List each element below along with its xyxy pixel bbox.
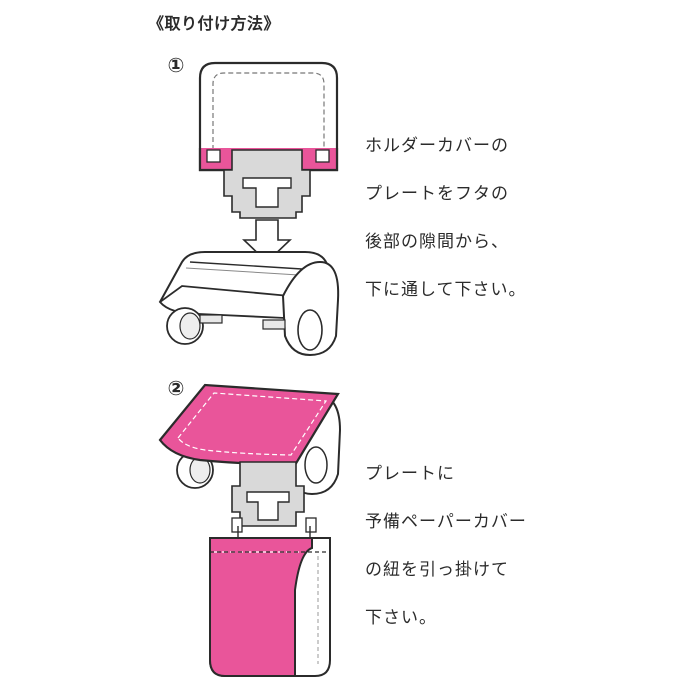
step-2-spare-paper-cover (209, 526, 331, 677)
step-2-number: ② (167, 376, 185, 400)
step-1-holder (158, 251, 340, 357)
step-2-line-1: プレートに (365, 464, 455, 484)
instructions-title: 《取り付け方法》 (148, 14, 281, 33)
step-2-plate (231, 461, 317, 533)
step-1-line-4: 下に通して下さい。 (365, 280, 527, 300)
step-2-line-2: 予備ペーパーカバー (365, 512, 527, 532)
step-1-number: ① (167, 53, 185, 77)
step-2-line-3: の紐を引っ掛けて (365, 560, 509, 580)
step-1-plate (223, 149, 311, 219)
step-2-instructions: プレートに 予備ペーパーカバー の紐を引っ掛けて 下さい。 (365, 450, 527, 642)
step-1-instructions: ホルダーカバーの プレートをフタの 後部の隙間から、 下に通して下さい。 (365, 122, 527, 314)
step-1-line-2: プレートをフタの (365, 184, 509, 204)
step-2-line-4: 下さい。 (365, 608, 437, 628)
step-1-line-3: 後部の隙間から、 (365, 232, 509, 252)
step-1-line-1: ホルダーカバーの (365, 136, 509, 156)
